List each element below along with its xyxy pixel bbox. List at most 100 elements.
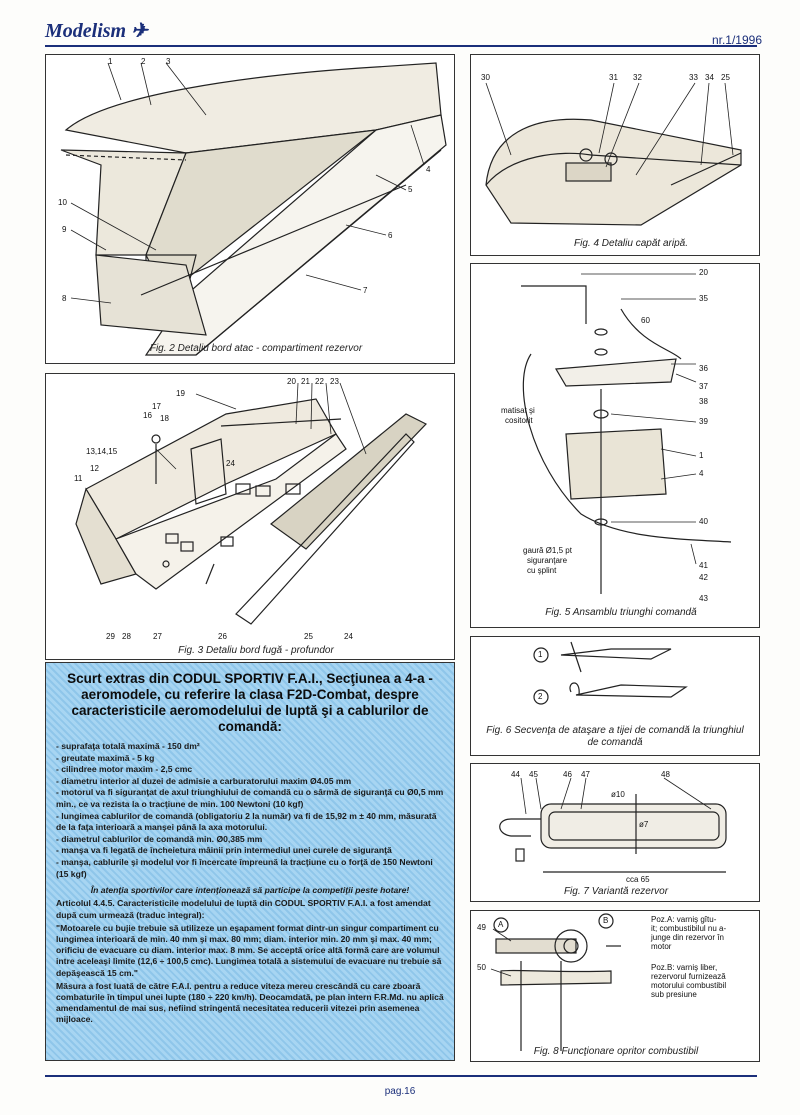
attention-heading: În atenţia sportivilor care intenţioneaz…: [90, 885, 410, 896]
figure-8-drawing: [490, 913, 621, 1051]
fig5-label: 1: [699, 451, 704, 460]
fig3-label: 26: [218, 632, 227, 641]
fig5-note: gaură Ø1,5 pt: [523, 546, 572, 555]
footer-rule: [45, 1075, 757, 1077]
issue-number: nr.1/1996: [711, 33, 762, 47]
figure-2-drawing: [60, 62, 447, 356]
fig4-label: 34: [705, 73, 714, 82]
fig3-label: 11: [74, 474, 83, 483]
fig8-note-line: rezervorul furnizează: [651, 972, 726, 981]
figure-5-panel: 20 35 60 36 37 38 39 1 4 40 41 42 43 mat…: [470, 263, 760, 628]
figure-6-panel: 1 2 Fig. 6 Secvenţa de ataşare a tijei d…: [470, 636, 760, 756]
fig5-label: 39: [699, 417, 708, 426]
fig2-label: 3: [166, 57, 171, 66]
fig6-step: 1: [538, 650, 543, 659]
fig4-label: 31: [609, 73, 618, 82]
fig3-label: 24: [344, 632, 353, 641]
fig8-note-line: Poz.B: varniş liber,: [651, 963, 718, 972]
fig3-label: 27: [153, 632, 162, 641]
fig7-label: 48: [661, 770, 670, 779]
fig3-label: 28: [122, 632, 131, 641]
figure-4-drawing: [485, 82, 742, 226]
fig7-caption: Fig. 7 Variantă rezervor: [563, 886, 669, 897]
figure-8-panel: A B 49 50 Poz.A: varniş gîtu- it; combus…: [470, 910, 760, 1062]
fig5-label: 40: [699, 517, 708, 526]
fig5-label: 60: [641, 316, 650, 325]
fig2-label: 10: [58, 198, 67, 207]
fig5-label: 35: [699, 294, 708, 303]
fai-code-article: Scurt extras din CODUL SPORTIV F.A.I., S…: [45, 662, 455, 1061]
figure-2-panel: 1 2 3 4 5 6 7 8 9 10 Fig. 2 Detaliu bord…: [45, 54, 455, 364]
fig3-label: 25: [304, 632, 313, 641]
fig7-dim: cca 65: [626, 875, 650, 884]
spec-item: - manşa, cablurile şi modelul vor fi înc…: [56, 856, 433, 879]
fig8-pos-b-symbol: B: [603, 916, 609, 925]
article-paragraph: Măsura a fost luată de către F.A.I. pent…: [56, 980, 444, 1025]
fig8-label: 49: [477, 923, 486, 932]
fig8-note-line: it; combustibilul nu a-: [651, 924, 727, 933]
figure-7-drawing: [499, 777, 727, 873]
figure-3-panel: 20 21 22 23 19 17 18 16 13,14,15 12 11 2…: [45, 373, 455, 660]
spec-item: - diametru interior al duzei de admisie …: [56, 775, 352, 786]
fig2-label: 6: [388, 231, 393, 240]
fig2-label: 1: [108, 57, 113, 66]
fig3-label: 29: [106, 632, 115, 641]
fig3-label: 17: [152, 402, 161, 411]
fig3-label: 24: [226, 459, 235, 468]
fig5-label: 42: [699, 573, 708, 582]
spec-item: - motorul va fi siguranţat de axul triun…: [56, 787, 444, 809]
fig4-label: 33: [689, 73, 698, 82]
fig3-label: 12: [90, 464, 99, 473]
fig8-note-b: Poz.B: varniş liber, rezervorul furnizea…: [651, 963, 726, 999]
spec-item: - cilindree motor maxim - 2,5 cmc: [56, 764, 193, 775]
fig6-caption: Fig. 6 Secvenţa de ataşare a tijei de co…: [486, 725, 744, 736]
fig2-caption: Fig. 2 Detaliu bord atac - compartiment …: [149, 343, 363, 354]
fig5-label: 20: [699, 268, 708, 277]
fig5-caption: Fig. 5 Ansamblu triunghi comandă: [545, 607, 697, 618]
fig4-label: 32: [633, 73, 642, 82]
fig8-label: 50: [477, 963, 486, 972]
fig5-note: siguranţare: [527, 556, 568, 565]
fig7-label: 44: [511, 770, 520, 779]
figure-6-drawing: [533, 641, 688, 705]
airplane-icon: ✈: [131, 20, 148, 42]
article-paragraph: Articolul 4.4.5. Caracteristicile modelu…: [56, 898, 431, 920]
masthead-text: Modelism: [45, 20, 127, 42]
fig3-label: 18: [160, 414, 169, 423]
fig8-caption: Fig. 8 Funcţionare opritor combustibil: [533, 1046, 699, 1057]
spec-item: - lungimea cablurilor de comandă (obliga…: [56, 810, 437, 833]
fig8-pos-a-symbol: A: [498, 920, 504, 929]
fig7-dim: ø10: [611, 790, 625, 799]
spec-item: - manşa va fi legată de încheietura mâin…: [56, 845, 392, 856]
fig8-note-line: sub presiune: [651, 990, 697, 999]
fig7-label: 45: [529, 770, 538, 779]
fig7-label: 46: [563, 770, 572, 779]
fig5-label: 37: [699, 382, 708, 391]
fig8-note-a: Poz.A: varniş gîtu- it; combustibilul nu…: [651, 915, 726, 951]
spec-list: - suprafaţa totală maximă - 150 dm² - gr…: [56, 741, 444, 880]
header-rule: [45, 45, 757, 47]
fig2-label: 4: [426, 165, 431, 174]
figure-5-drawing: [521, 273, 732, 594]
fig8-note-line: junge din rezervor în: [651, 933, 724, 942]
fig5-label: 38: [699, 397, 708, 406]
figure-4-panel: 30 31 32 33 34 25 Fig. 4 Detaliu capăt a…: [470, 54, 760, 256]
fig3-label: 16: [143, 411, 152, 420]
fig8-note-line: motor: [651, 942, 672, 951]
fig7-label: 47: [581, 770, 590, 779]
fig2-label: 7: [363, 286, 368, 295]
fig2-label: 5: [408, 185, 413, 194]
fig3-label: 22: [315, 377, 324, 386]
fig5-note: matisat şi: [501, 406, 535, 415]
spec-item: - diametrul cablurilor de comandă min. Ø…: [56, 833, 263, 844]
page-number: pag.16: [384, 1086, 416, 1097]
fig4-label: 25: [721, 73, 730, 82]
fig3-label: 19: [176, 389, 185, 398]
fig3-caption: Fig. 3 Detaliu bord fugă - profundor: [178, 645, 334, 656]
article-paragraph: "Motoarele cu bujie trebuie să utilizeze…: [56, 922, 442, 978]
fig3-label: 21: [301, 377, 310, 386]
spec-item: - greutate maximă - 5 kg: [56, 752, 155, 763]
fig6-step: 2: [538, 692, 543, 701]
spec-item: - suprafaţa totală maximă - 150 dm²: [56, 741, 200, 751]
fig3-label: 20: [287, 377, 296, 386]
